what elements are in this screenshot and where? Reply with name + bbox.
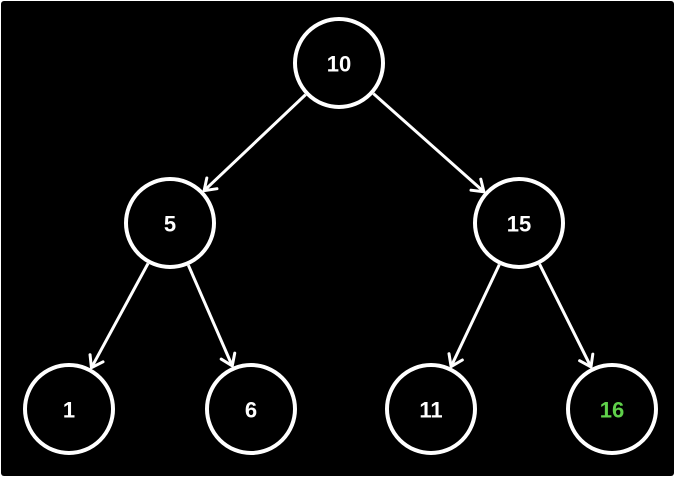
node-label: 6 bbox=[245, 398, 257, 423]
edge-n5-n1 bbox=[88, 262, 150, 370]
edges-layer bbox=[88, 92, 595, 370]
node-circle bbox=[23, 363, 115, 455]
tree-node-16: 16 bbox=[566, 363, 658, 455]
edge-n10-n5 bbox=[202, 93, 307, 193]
node-circle bbox=[566, 363, 658, 455]
node-label: 10 bbox=[327, 52, 351, 77]
edge-line bbox=[90, 262, 150, 369]
node-circle bbox=[385, 363, 477, 455]
arrowhead-icon bbox=[88, 353, 105, 370]
arrowhead-icon bbox=[219, 351, 237, 368]
tree-node-11: 11 bbox=[385, 363, 477, 455]
edge-n15-n16 bbox=[538, 263, 595, 369]
edge-line bbox=[186, 264, 234, 367]
arrowhead-icon bbox=[469, 177, 486, 194]
edge-line bbox=[538, 263, 593, 368]
tree-node-10: 10 bbox=[293, 17, 385, 109]
tree-node-6: 6 bbox=[205, 363, 297, 455]
tree-node-1: 1 bbox=[23, 363, 115, 455]
edge-n15-n11 bbox=[447, 263, 501, 369]
node-label: 11 bbox=[419, 398, 442, 423]
node-circle bbox=[293, 17, 385, 109]
edge-n5-n6 bbox=[186, 264, 237, 368]
arrowhead-icon bbox=[202, 176, 219, 193]
node-circle bbox=[124, 177, 216, 269]
edge-line bbox=[372, 92, 485, 193]
edge-n10-n15 bbox=[372, 92, 486, 194]
arrowhead-icon bbox=[578, 352, 595, 369]
tree-node-15: 15 bbox=[473, 177, 565, 269]
arrowhead-icon bbox=[447, 352, 464, 369]
node-label: 15 bbox=[507, 212, 531, 237]
node-label: 16 bbox=[600, 398, 624, 423]
node-label: 5 bbox=[164, 212, 176, 237]
node-label: 1 bbox=[63, 398, 75, 423]
node-circle bbox=[473, 177, 565, 269]
edge-line bbox=[449, 263, 501, 368]
edge-line bbox=[203, 93, 307, 192]
tree-node-5: 5 bbox=[124, 177, 216, 269]
node-circle bbox=[205, 363, 297, 455]
